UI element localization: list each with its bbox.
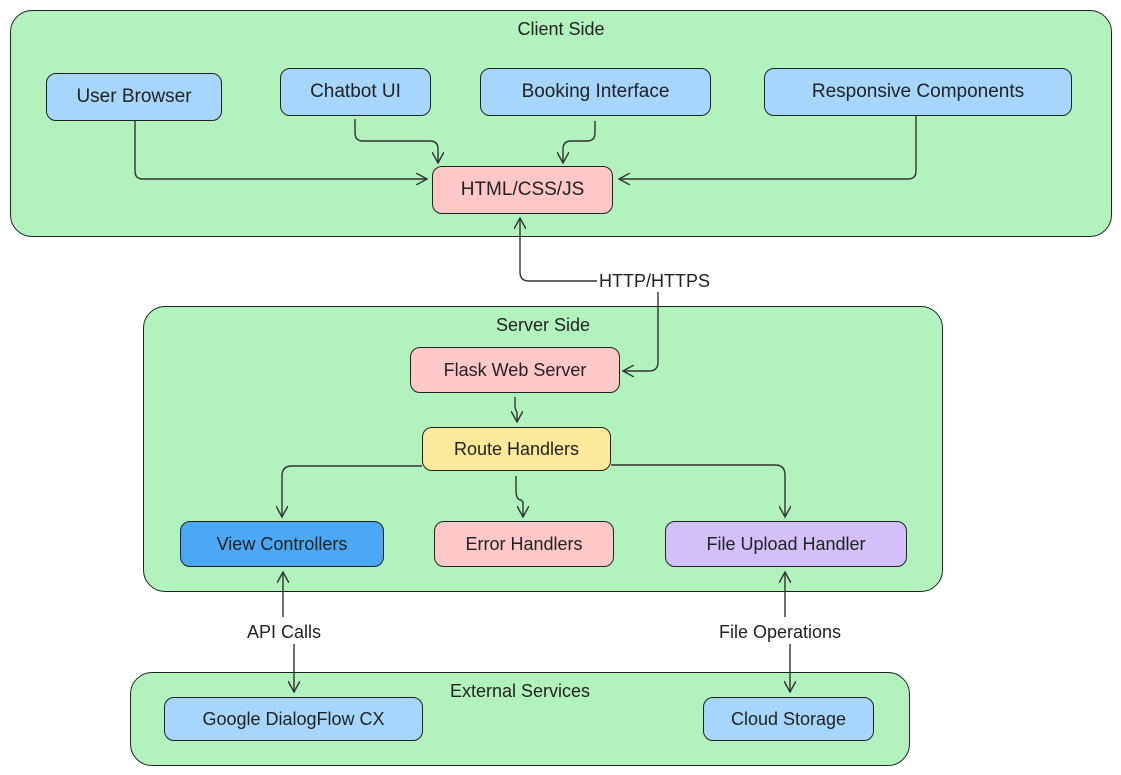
error-handlers-node: Error Handlers — [434, 521, 614, 567]
flask-web-server-node: Flask Web Server — [410, 347, 620, 393]
chatbot-ui-node: Chatbot UI — [280, 68, 431, 116]
view-controllers-node: View Controllers — [180, 521, 384, 567]
external-services-title: External Services — [449, 681, 591, 701]
http-edge-label: HTTP/HTTPS — [597, 270, 712, 292]
api-calls-edge-label: API Calls — [245, 621, 324, 643]
route-handlers-node: Route Handlers — [422, 427, 611, 471]
booking-interface-node: Booking Interface — [480, 68, 711, 116]
file-operations-edge-label: File Operations — [717, 621, 844, 643]
user-browser-node: User Browser — [46, 73, 222, 121]
client-side-title: Client Side — [517, 19, 605, 39]
cloud-storage-node: Cloud Storage — [703, 697, 874, 741]
responsive-components-node: Responsive Components — [764, 68, 1072, 116]
server-side-title: Server Side — [495, 315, 591, 335]
html-css-js-node: HTML/CSS/JS — [432, 166, 613, 214]
google-dialogflow-node: Google DialogFlow CX — [164, 697, 423, 741]
file-upload-handler-node: File Upload Handler — [665, 521, 907, 567]
